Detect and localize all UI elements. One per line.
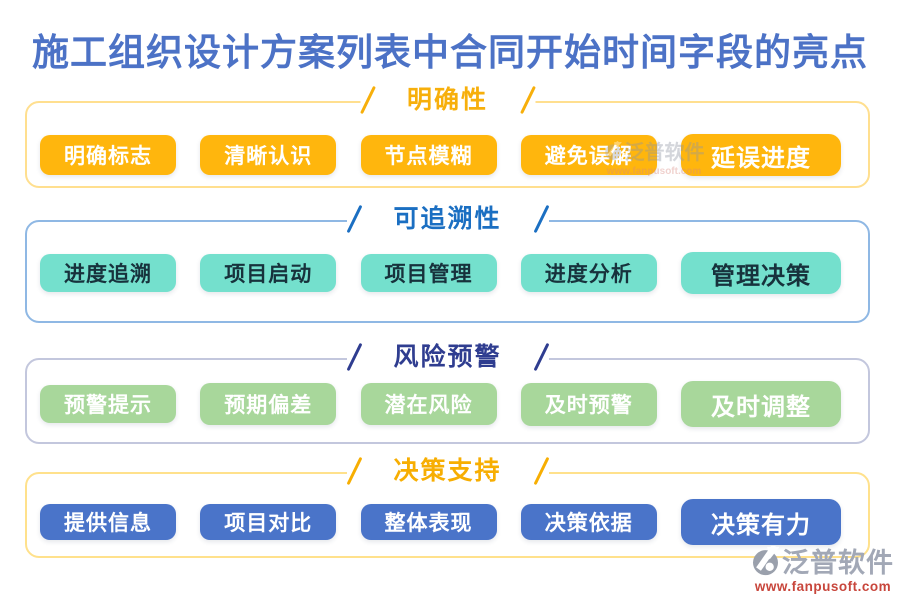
- slash-right-icon: [533, 342, 549, 372]
- keyword-button[interactable]: 管理决策: [681, 252, 841, 294]
- slash-right-icon: [533, 204, 549, 234]
- section-header: 可追溯性: [346, 202, 549, 236]
- keyword-button[interactable]: 节点模糊: [360, 135, 497, 175]
- watermark-url[interactable]: www.fanpusoft.com: [754, 579, 892, 594]
- keyword-button[interactable]: 决策依据: [520, 504, 657, 540]
- section-title: 明确性: [406, 86, 489, 114]
- keyword-button[interactable]: 整体表现: [360, 504, 497, 540]
- slash-left-icon: [346, 204, 362, 234]
- keyword-button[interactable]: 进度追溯: [40, 254, 176, 292]
- keyword-row: 预警提示 预期偏差 潜在风险 及时预警 及时调整: [40, 381, 841, 427]
- keyword-button[interactable]: 延误进度: [681, 134, 841, 176]
- keyword-button[interactable]: 明确标志: [40, 135, 176, 175]
- keyword-button[interactable]: 项目启动: [200, 254, 337, 292]
- slash-left-icon: [346, 342, 362, 372]
- keyword-button[interactable]: 预警提示: [40, 385, 176, 423]
- page-title: 施工组织设计方案列表中合同开始时间字段的亮点: [32, 32, 868, 73]
- section-title: 决策支持: [393, 457, 502, 485]
- slash-right-icon: [533, 456, 549, 486]
- keyword-row: 进度追溯 项目启动 项目管理 进度分析 管理决策: [40, 250, 841, 296]
- section-header: 明确性: [359, 83, 536, 117]
- section-header: 风险预警: [346, 340, 549, 374]
- keyword-button[interactable]: 潜在风险: [360, 383, 497, 425]
- keyword-button[interactable]: 及时调整: [681, 381, 841, 427]
- section-traceability: 可追溯性 进度追溯 项目启动 项目管理 进度分析 管理决策: [25, 202, 870, 323]
- keyword-button[interactable]: 项目管理: [360, 254, 497, 292]
- keyword-button[interactable]: 预期偏差: [200, 383, 337, 425]
- slash-left-icon: [346, 456, 362, 486]
- fanpu-logo-icon: [753, 545, 779, 575]
- section-clarity: 明确性 明确标志 清晰认识 节点模糊 避免误解 延误进度: [25, 83, 870, 188]
- watermark-brand: 泛普软件: [782, 548, 894, 578]
- section-title: 风险预警: [393, 343, 502, 371]
- keyword-button[interactable]: 进度分析: [520, 254, 657, 292]
- keyword-row: 提供信息 项目对比 整体表现 决策依据 决策有力: [40, 499, 841, 545]
- keyword-button[interactable]: 项目对比: [200, 504, 337, 540]
- slash-right-icon: [519, 85, 536, 115]
- keyword-button[interactable]: 决策有力: [681, 499, 841, 545]
- section-title: 可追溯性: [393, 205, 502, 233]
- section-risk-warning: 风险预警 预警提示 预期偏差 潜在风险 及时预警 及时调整: [25, 340, 870, 444]
- brand-watermark: 泛普软件 www.fanpusoft.com: [752, 541, 894, 594]
- keyword-button[interactable]: 提供信息: [40, 504, 176, 540]
- keyword-button[interactable]: 清晰认识: [200, 135, 337, 175]
- keyword-button[interactable]: 及时预警: [520, 382, 657, 426]
- section-decision-support: 决策支持 提供信息 项目对比 整体表现 决策依据 决策有力: [25, 454, 870, 558]
- keyword-row: 明确标志 清晰认识 节点模糊 避免误解 延误进度: [40, 132, 841, 178]
- section-header: 决策支持: [346, 454, 549, 488]
- slash-left-icon: [359, 85, 376, 115]
- keyword-button[interactable]: 避免误解: [520, 135, 657, 175]
